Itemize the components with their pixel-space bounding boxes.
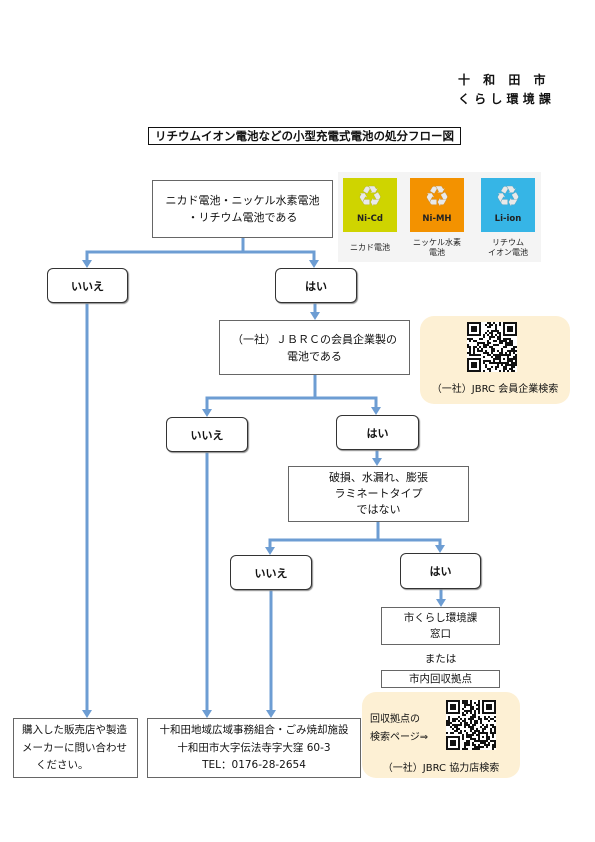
ni-mh-mark: ♻ Ni-MH [410,178,464,232]
battery-mark-label: Ni-MH [422,214,452,224]
store-contact-box: 購入した販売店や製造 メーカーに問い合わせ ください。 [13,718,138,778]
caption-line: イオン電池 [488,248,528,257]
arrowhead [371,407,381,415]
recycle-icon: ♻ [424,180,450,213]
arrowhead [435,545,445,553]
question-condition-box: 破損、水漏れ、膨張 ラミネートタイプ ではない [288,466,469,522]
arrowhead [372,458,382,466]
facility-address: 十和田市大字伝法寺字大窪 60-3 [177,741,331,754]
collection-search-line: 検索ページ⇒ [370,732,429,743]
arrow-no-1-to-store [82,301,92,718]
arrow-to-no-2 [202,396,212,417]
answer-yes-2: はい [336,415,419,450]
arrowhead [266,710,276,718]
or-text: または [424,653,457,665]
caption-line: ニッケル水素 [413,238,461,247]
arrow-to-no-3 [265,538,275,555]
arrow-yes-2-to-q3 [372,448,382,466]
arrowhead [309,260,319,268]
collection-search-line: 回収拠点の [370,714,420,725]
arrow-to-yes-3 [435,538,445,553]
recycle-icon: ♻ [495,180,521,213]
battery-mark-caption: ニカド電池 [335,237,405,259]
ni-cd-mark: ♻ Ni-Cd [343,178,397,232]
recycle-icon: ♻ [357,180,383,213]
facility-name: 十和田地域広域事務組合・ごみ焼却施設 [159,724,349,736]
arrow-to-no-1 [82,250,92,268]
store-contact-line: 購入した販売店や製造 [22,724,127,736]
arrowhead [202,710,212,718]
city-name: 十 和 田 市 [458,73,546,87]
question-line: 電池である [287,349,342,363]
question-line: （一社）ＪＢＲＣの会員企業製の [232,332,397,346]
answer-no-1: いいえ [47,268,128,303]
caption-line: リチウム [492,238,524,247]
qr-code [446,700,496,750]
facility-phone: TEL：0176-28-2654 [202,759,306,771]
city-office-box: 市くらし環境課 窓口 [381,607,500,645]
question-line: ニカド電池・ニッケル水素電池 [165,194,320,207]
answer-no-3: いいえ [230,555,312,590]
arrowhead [310,312,320,320]
battery-mark-label: Ni-Cd [357,214,383,224]
question-line: 破損、水漏れ、膨張 [328,471,429,484]
question-line: ではない [356,503,401,516]
arrowhead [265,547,275,555]
battery-mark-caption: ニッケル水素 電池 [402,237,472,259]
office-line: 市くらし環境課 [403,612,478,624]
arrowhead [436,599,446,607]
jbrc-member-search-label: （一社）JBRC 会員企業検索 [431,384,559,395]
department-name: く ら し 環 境 課 [458,92,551,106]
caption-line: 電池 [429,248,445,257]
incineration-facility-box: 十和田地域広域事務組合・ごみ焼却施設 十和田市大字伝法寺字大窪 60-3 TEL… [147,718,361,778]
arrow-no-3-to-facility [266,588,276,718]
caption-line: ニカド電池 [350,243,390,252]
arrow-to-yes-2 [371,396,381,415]
arrow-to-yes-1 [309,250,319,268]
collection-point-box: 市内回収拠点 [381,670,500,688]
qr-modules [446,700,496,750]
store-contact-line: メーカーに問い合わせ [22,741,127,754]
qr-modules [467,322,517,372]
question-battery-type-box: ニカド電池・ニッケル水素電池 ・リチウム電池である [152,180,333,238]
arrowhead [82,260,92,268]
question-line: ・リチウム電池である [187,211,298,224]
arrow-yes-3-to-office [436,587,446,607]
store-contact-line: ください。 [36,759,89,771]
collection-search-text: 回収拠点の 検索ページ⇒ [370,711,428,747]
answer-no-2: いいえ [166,417,248,452]
li-ion-mark: ♻ Li-ion [481,178,535,232]
arrowhead [82,710,92,718]
answer-yes-1: はい [275,268,357,303]
arrow-yes-1-to-q2 [310,301,320,320]
collection-search-panel: 回収拠点の 検索ページ⇒ （一社）JBRC 協力店検索 [362,692,520,778]
qr-code [467,322,517,372]
collection-search-label: （一社）JBRC 協力店検索 [382,763,500,774]
page-title: リチウムイオン電池などの小型充電式電池の処分フロー図 [148,127,461,145]
battery-mark-label: Li-ion [494,214,522,224]
arrowhead [202,409,212,417]
question-line: ラミネートタイプ [334,487,423,500]
arrow-no-2-to-facility [202,450,212,718]
battery-mark-caption: リチウム イオン電池 [473,237,543,259]
question-jbrc-member-box: （一社）ＪＢＲＣの会員企業製の 電池である [219,320,410,375]
jbrc-member-search-panel: （一社）JBRC 会員企業検索 [420,316,570,404]
answer-yes-3: はい [400,553,481,589]
office-line: 窓口 [430,628,451,640]
